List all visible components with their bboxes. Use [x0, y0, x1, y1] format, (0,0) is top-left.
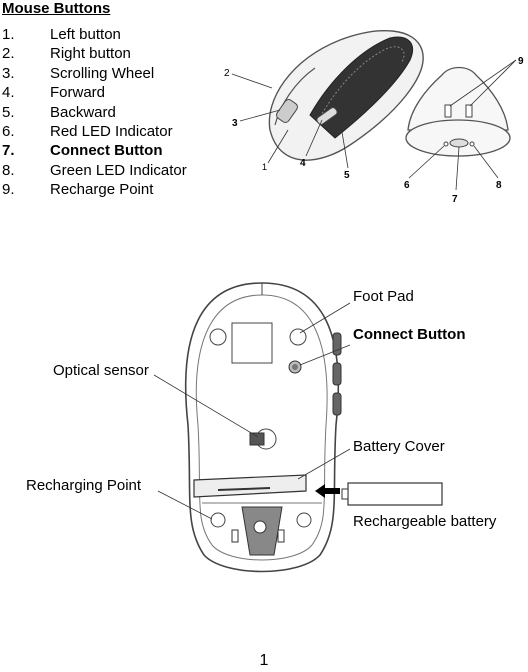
button-list: 1. Left button 2. Right button 3. Scrolling…	[2, 25, 187, 200]
list-item: 2. Right button	[2, 44, 187, 63]
item-number: 1.	[2, 26, 15, 43]
item-label: Green LED Indicator	[50, 161, 187, 179]
callout-6: 6	[404, 180, 410, 191]
callout-4: 4	[300, 158, 306, 169]
label-optical-sensor: Optical sensor	[53, 362, 149, 379]
mouse-top-illustration: 2 3 1 4 5 9 6 7 8	[224, 30, 524, 205]
item-label: Right button	[50, 45, 131, 63]
callout-1: 1	[262, 162, 267, 172]
label-foot-pad: Foot Pad	[353, 288, 414, 305]
list-item: 3. Scrolling Wheel	[2, 64, 187, 83]
item-number: 4.	[2, 84, 15, 102]
item-number: 3.	[2, 64, 15, 82]
item-number: 5.	[2, 103, 15, 121]
callout-9: 9	[518, 56, 524, 67]
item-number: 8.	[2, 161, 15, 179]
label-rechargeable-battery: Rechargeable battery	[353, 513, 497, 530]
label-battery-cover: Battery Cover	[353, 438, 445, 455]
label-connect-button: Connect Button	[353, 326, 466, 343]
item-label: Recharge Point	[50, 181, 154, 199]
item-label: Connect Button	[50, 142, 163, 160]
item-number: 7.	[2, 142, 15, 160]
list-item: 6. Red LED Indicator	[2, 122, 187, 141]
item-label: Backward	[50, 103, 116, 121]
item-number: 9.	[2, 181, 15, 199]
list-item: 9. Recharge Point	[2, 180, 187, 199]
callout-3: 3	[232, 118, 238, 129]
item-label: Left button	[50, 26, 121, 43]
callout-5: 5	[344, 170, 350, 181]
callout-2: 2	[224, 68, 230, 79]
list-item: 5. Backward	[2, 103, 187, 122]
item-label: Forward	[50, 84, 106, 102]
item-label: Red LED Indicator	[50, 122, 173, 140]
item-number: 6.	[2, 122, 15, 140]
label-recharging-point: Recharging Point	[26, 477, 142, 494]
list-item: 8. Green LED Indicator	[2, 161, 187, 180]
item-label: Scrolling Wheel	[50, 64, 155, 82]
list-item: 7. Connect Button	[2, 141, 187, 160]
mouse-bottom-illustration	[153, 282, 443, 573]
section-heading: Mouse Buttons	[2, 0, 111, 17]
callout-8: 8	[496, 180, 502, 191]
list-item: 1. Left button	[2, 25, 187, 44]
callout-7: 7	[452, 194, 458, 205]
list-item: 4. Forward	[2, 83, 187, 102]
item-number: 2.	[2, 45, 15, 63]
page-number: 1	[259, 652, 269, 669]
